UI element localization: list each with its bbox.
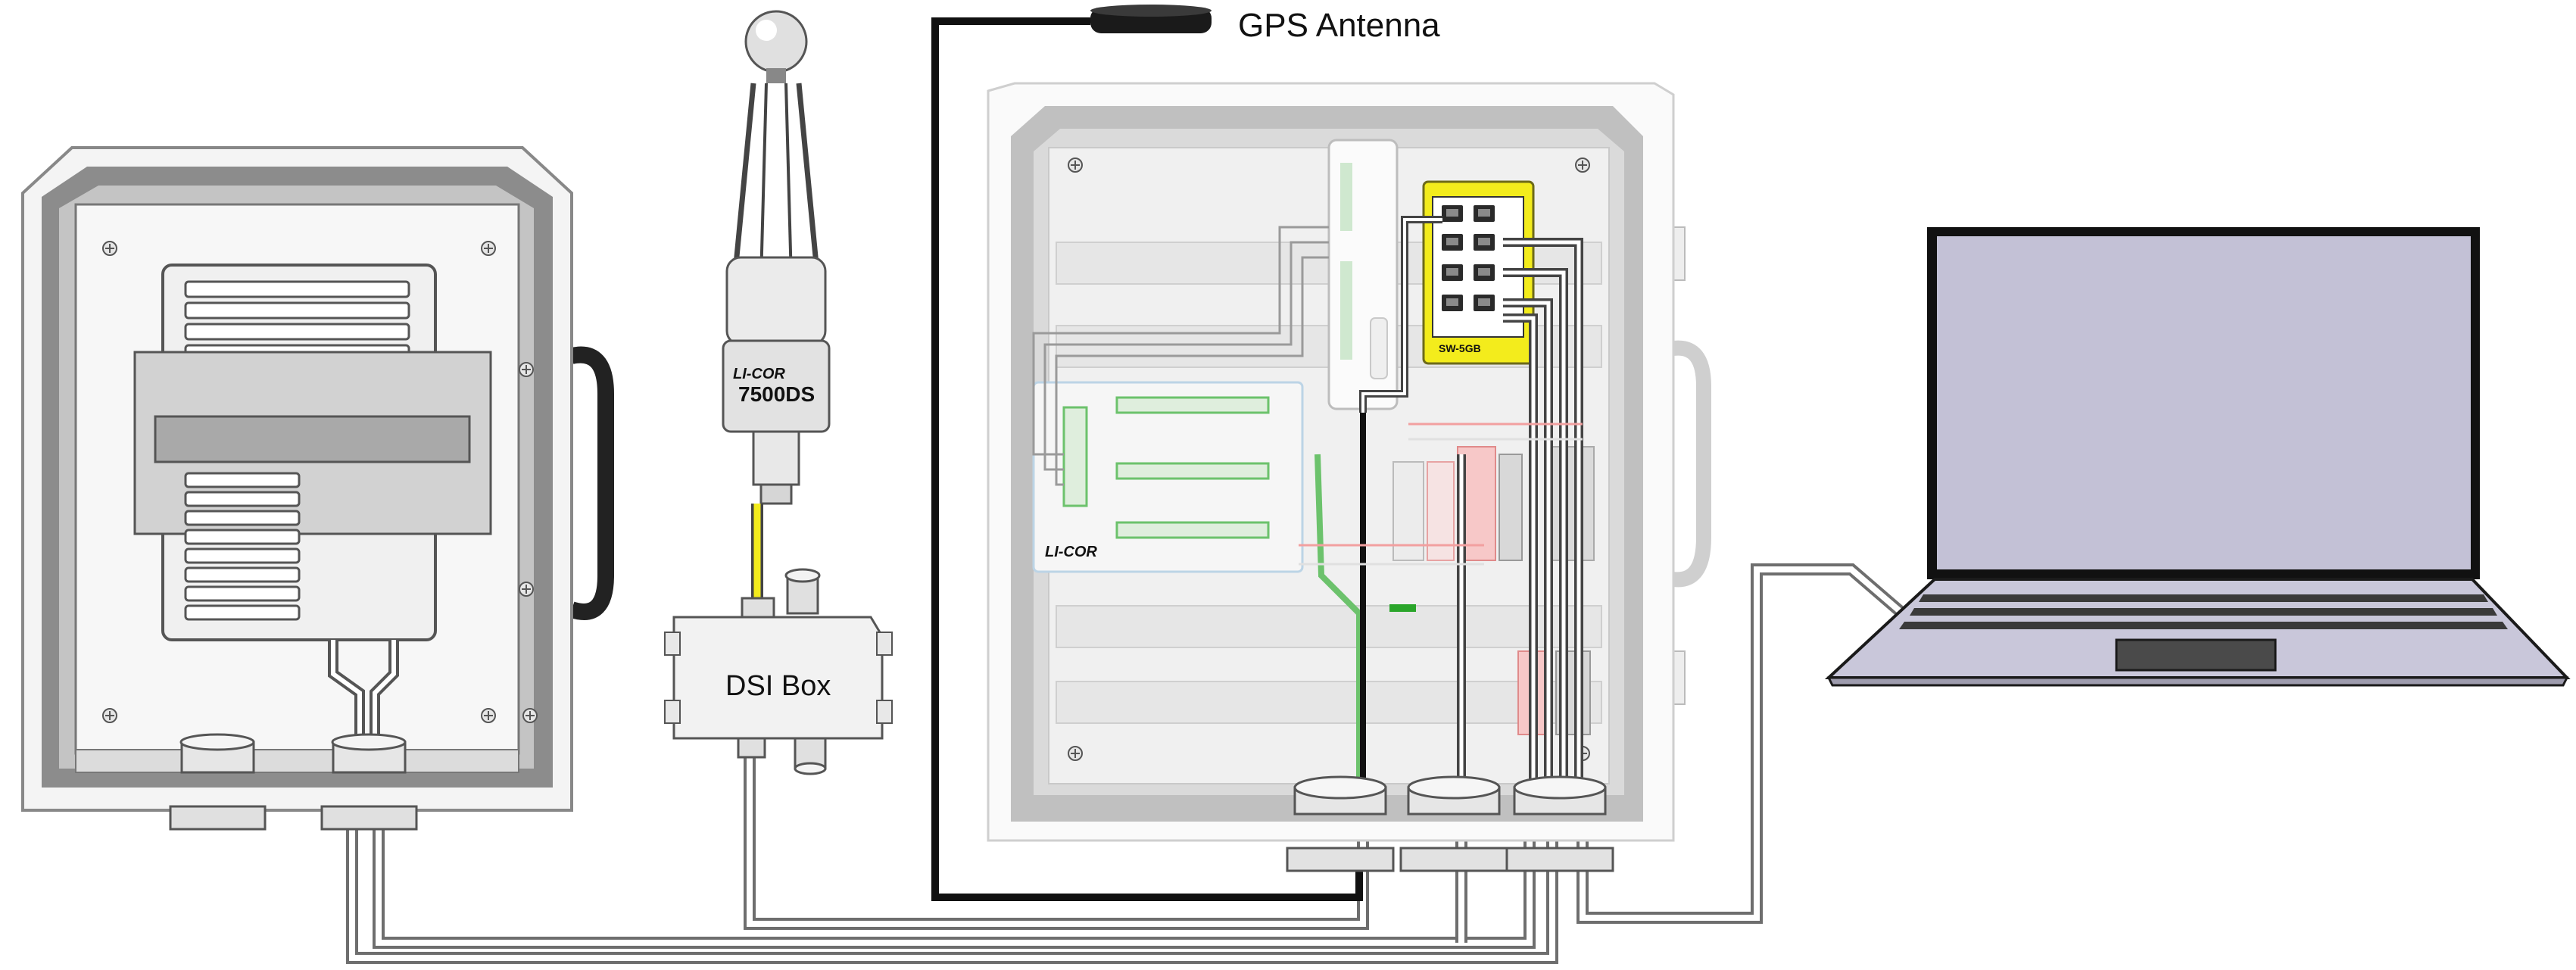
ethernet-port-3[interactable] [1442, 234, 1463, 251]
analyzer-enclosure [21, 146, 614, 831]
gas-analyzer-sensor: 7500DS LI-COR [722, 10, 831, 602]
laptop-keyboard [1899, 594, 2508, 629]
ethernet-port-8[interactable] [1474, 295, 1495, 311]
ethernet-port-7[interactable] [1442, 295, 1463, 311]
laptop-screen [1937, 236, 2471, 569]
cable-gland-3 [1505, 775, 1614, 872]
dsi-box-label: DSI Box [725, 670, 831, 702]
enclosure-handle [569, 346, 614, 620]
terminal-blocks [1392, 446, 1595, 735]
ethernet-port-6[interactable] [1474, 264, 1495, 281]
datalogger-board: LI-COR [1032, 381, 1304, 573]
logger-enclosure-handle [1672, 340, 1711, 588]
laptop-trackpad [2115, 638, 2277, 672]
vent-louvers-bottom [184, 472, 301, 621]
bulkhead-connector-right [320, 733, 418, 831]
dsi-box [664, 568, 893, 775]
ethernet-port-1[interactable] [1442, 205, 1463, 222]
ethernet-port-2[interactable] [1474, 205, 1495, 222]
io-module [1327, 139, 1399, 410]
sensor-brand-label: LI-COR [733, 366, 785, 382]
gps-antenna [1090, 5, 1212, 33]
internal-wiring [1032, 216, 1583, 795]
switch-model-label: SW-5GB [1439, 342, 1481, 354]
laptop [1824, 227, 2571, 687]
logger-enclosure: LI-COR SW-5GB [987, 82, 1711, 872]
logger-brand-label: LI-COR [1045, 544, 1097, 560]
gps-antenna-cable [931, 17, 1363, 901]
cable-glands [1286, 775, 1614, 872]
gps-antenna-label: GPS Antenna [1238, 7, 1440, 44]
bulkhead-connector-left [169, 733, 267, 831]
sensor-model-label: 7500DS [738, 382, 815, 406]
cable-gland-1 [1286, 775, 1395, 872]
ethernet-port-5[interactable] [1442, 264, 1463, 281]
ethernet-port-4[interactable] [1474, 234, 1495, 251]
